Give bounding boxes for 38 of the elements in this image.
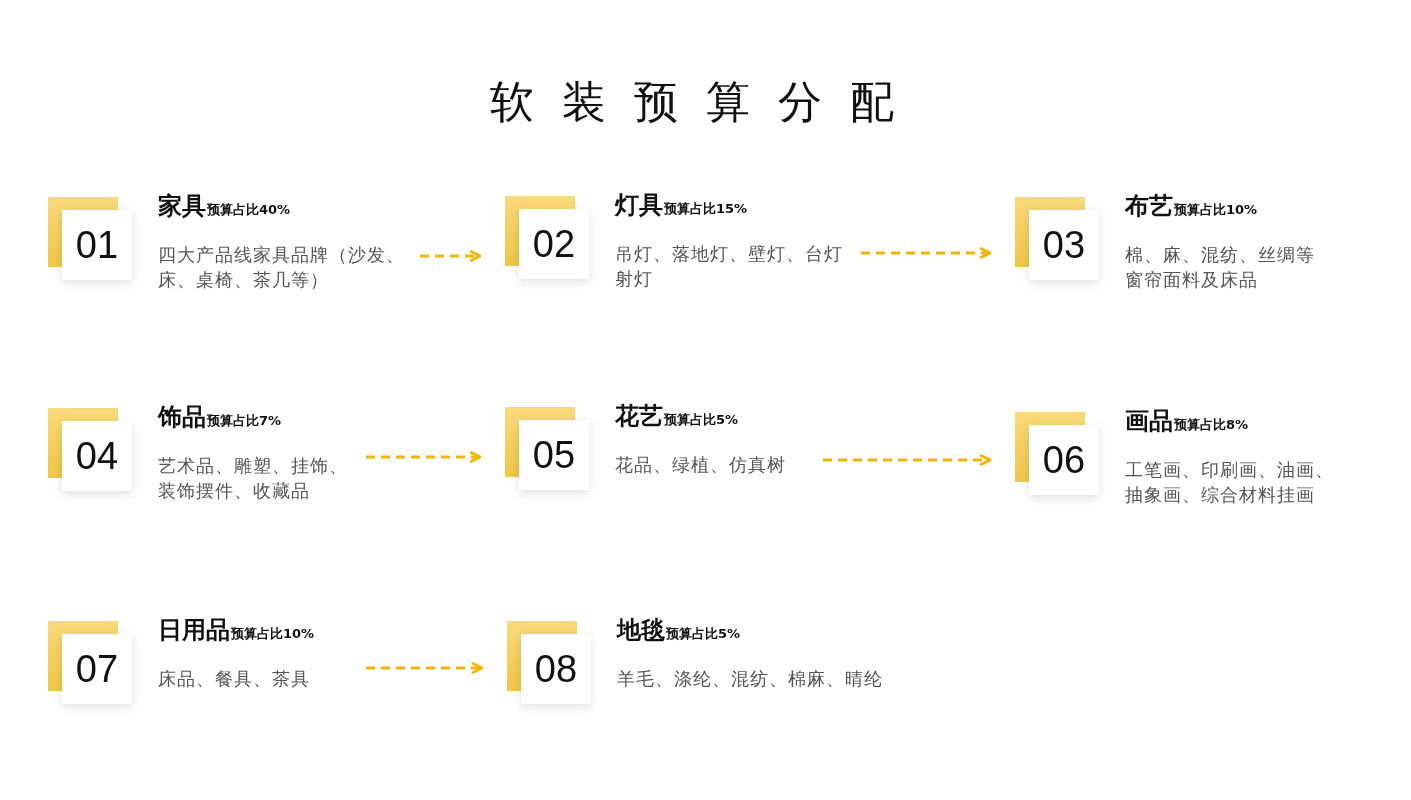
item-description: 工笔画、印刷画、油画、抽象画、综合材料挂画 [1125,458,1335,507]
item-description: 吊灯、落地灯、壁灯、台灯射灯 [615,242,844,291]
item-title: 画品 [1125,406,1173,436]
number-badge: 05 [505,407,589,490]
dashed-arrow [861,247,992,259]
item-title: 灯具 [615,190,663,220]
number-badge: 08 [507,621,591,704]
budget-share: 预算占比5% [666,625,741,643]
item-title: 日用品 [158,615,230,645]
number-badge: 06 [1015,412,1099,495]
budget-share: 预算占比8% [1174,416,1249,434]
dashed-arrow [420,250,482,262]
number-badge: 07 [48,621,132,704]
budget-share: 预算占比10% [1174,201,1258,219]
item-description: 床品、餐具、茶具 [158,667,311,691]
budget-share: 预算占比10% [231,625,315,643]
item-title: 地毯 [617,615,665,645]
number-badge: 04 [48,408,132,491]
item-title: 家具 [158,191,206,221]
budget-share: 预算占比5% [664,411,739,429]
item-description: 四大产品线家具品牌（沙发、床、桌椅、茶几等） [158,243,406,292]
budget-share: 预算占比40% [207,201,291,219]
dashed-arrow [823,454,992,466]
dashed-arrow [366,662,484,674]
budget-share: 预算占比7% [207,412,282,430]
budget-share: 预算占比15% [664,200,748,218]
item-description: 花品、绿植、仿真树 [615,453,787,477]
item-title: 花艺 [615,401,663,431]
number-badge: 03 [1015,197,1099,280]
item-description: 棉、麻、混纺、丝绸等窗帘面料及床品 [1125,243,1316,292]
item-description: 羊毛、涤纶、混纺、棉麻、晴纶 [617,667,884,691]
number-badge: 02 [505,196,589,279]
item-description: 艺术品、雕塑、挂饰、装饰摆件、收藏品 [158,454,349,503]
page-title: 软装预算分配 [489,75,922,129]
dashed-arrow [366,451,482,463]
number-badge: 01 [48,197,132,280]
item-title: 饰品 [158,402,206,432]
item-title: 布艺 [1125,191,1173,221]
